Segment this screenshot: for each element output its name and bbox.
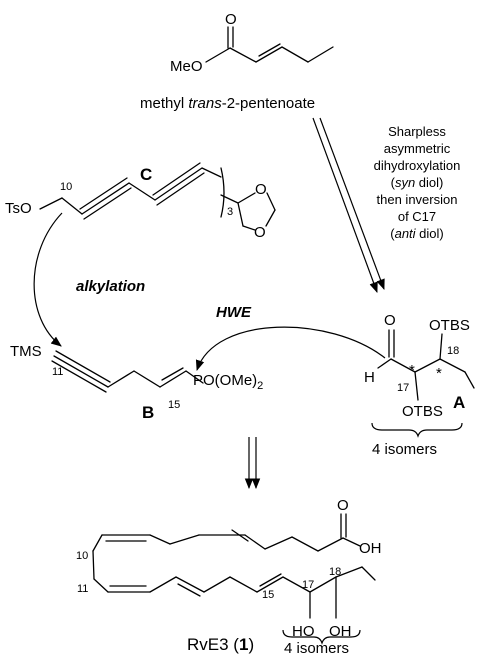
fragment-c-label: C (140, 165, 152, 184)
fragment-c-dioxolane-o-bottom: O (254, 224, 266, 241)
ester-carbonyl-oxygen: O (225, 11, 237, 28)
product-ho: HO (292, 623, 315, 640)
product-isomer-brace (282, 629, 361, 645)
reaction-arrow-to-product (244, 437, 261, 490)
hwe-label: HWE (216, 304, 252, 321)
fragment-a-c18: 18 (447, 345, 459, 357)
fragment-b-c15: 15 (168, 399, 180, 411)
reaction-arrow-to-a (312, 117, 385, 294)
fragment-a-isomer-brace (371, 422, 463, 438)
product-isomers: 4 isomers (284, 640, 349, 655)
fragment-a-c17: 17 (397, 382, 409, 394)
fragment-a-star-1: * (409, 362, 415, 379)
fragment-a-otbs-bottom: OTBS (402, 403, 443, 420)
product-c15: 15 (262, 589, 274, 601)
fragment-a-isomers: 4 isomers (372, 441, 437, 458)
reaction-conditions: Sharpless asymmetric dihydroxylation (sy… (374, 124, 461, 241)
fragment-a-h: H (364, 369, 375, 386)
fragment-a-o-aldehyde: O (384, 312, 396, 329)
product-c18: 18 (329, 566, 341, 578)
fragment-b-c11: 11 (52, 366, 63, 378)
fragment-c-dioxolane-o-top: O (255, 181, 267, 198)
fragment-a-label: A (453, 393, 465, 412)
conditions-line-7: (anti diol) (390, 226, 444, 241)
fragment-b-tms: TMS (10, 343, 42, 360)
fragment-c-tso: TsO (5, 200, 32, 217)
product-c11: 11 (77, 583, 88, 595)
conditions-line-6: of C17 (398, 209, 436, 224)
fragment-b-phosphonate: PO(OMe)2 (193, 372, 263, 392)
fragment-b-structure: TMS 11 PO(OMe)2 15 B (10, 343, 263, 422)
fragment-a-structure: O H * * OTBS OTBS 17 18 A 4 isomers (364, 312, 475, 458)
methyl-pentenoate-structure: O MeO (170, 11, 334, 75)
conditions-line-2: asymmetric (384, 141, 451, 156)
fragment-a-otbs-top: OTBS (429, 317, 470, 334)
product-rve3-structure: O OH 10 11 15 1 (76, 497, 382, 655)
ester-name: methyl trans-2-pentenoate (140, 95, 315, 112)
conditions-line-3: dihydroxylation (374, 158, 461, 173)
conditions-line-4: (syn diol) (391, 175, 444, 190)
fragment-c-c10: 10 (60, 181, 72, 193)
conditions-line-5: then inversion (377, 192, 458, 207)
fragment-c-structure: TsO 10 3 O O C (5, 162, 276, 241)
conditions-line-1: Sharpless (388, 124, 446, 139)
product-oh: OH (329, 623, 352, 640)
fragment-a-star-2: * (436, 365, 442, 382)
fragment-b-label: B (142, 403, 154, 422)
ester-methoxy-label: MeO (170, 58, 203, 75)
product-c10: 10 (76, 550, 88, 562)
product-acid-oh: OH (359, 540, 382, 557)
product-carbonyl-oxygen: O (337, 497, 349, 514)
fragment-c-subscript: 3 (227, 206, 233, 218)
alkylation-arrow (33, 212, 63, 347)
product-c17: 17 (302, 579, 314, 591)
alkylation-label: alkylation (76, 278, 145, 295)
product-name: RvE3 (1) (187, 635, 254, 654)
hwe-arrow (195, 326, 386, 372)
